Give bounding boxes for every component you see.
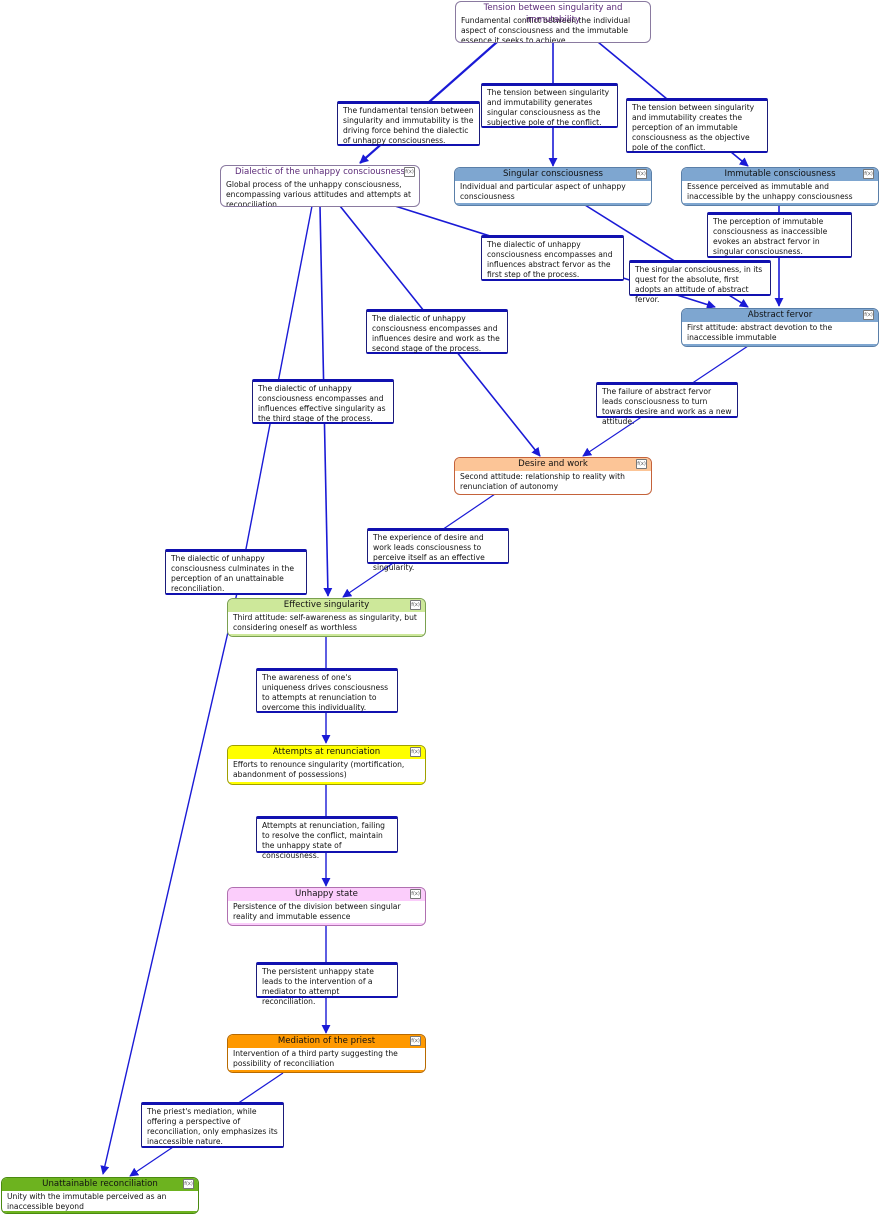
node-title: Abstract fervor	[682, 309, 878, 322]
edge-label: The singular consciousness, in its quest…	[629, 260, 771, 304]
function-icon: f(x)	[863, 310, 874, 320]
node-title: Desire and work	[455, 458, 651, 471]
node-title: Attempts at renunciation	[228, 746, 425, 759]
function-icon: f(x)	[636, 459, 647, 469]
node-renunciation[interactable]: Attempts at renunciation f(x) Efforts to…	[227, 745, 426, 785]
edge-label: The dialectic of unhappy consciousness e…	[252, 379, 394, 424]
node-description: Fundamental conflict between the individ…	[461, 16, 631, 43]
node-title: Singular consciousness	[455, 168, 651, 181]
node-tension[interactable]: Tension between singularity and immutabi…	[455, 1, 651, 43]
function-icon: f(x)	[410, 747, 421, 757]
edge-label: The dialectic of unhappy consciousness e…	[481, 235, 624, 281]
node-effective[interactable]: Effective singularity f(x) Third attitud…	[227, 598, 426, 637]
node-description: Unity with the immutable perceived as an…	[7, 1192, 167, 1211]
edge-label: The tension between singularity and immu…	[626, 98, 768, 153]
edge-label: Attempts at renunciation, failing to res…	[256, 816, 398, 860]
node-unattainable[interactable]: Unattainable reconciliation f(x) Unity w…	[1, 1177, 199, 1214]
edge-label: The dialectic of unhappy consciousness c…	[165, 549, 307, 595]
node-fervor[interactable]: Abstract fervor f(x) First attitude: abs…	[681, 308, 879, 347]
node-immutable[interactable]: Immutable consciousness f(x) Essence per…	[681, 167, 879, 206]
edge-label: The priest's mediation, while offering a…	[141, 1102, 284, 1148]
node-title: Immutable consciousness	[682, 168, 878, 181]
edge-label: The persistent unhappy state leads to th…	[256, 962, 398, 1006]
edge-label: The perception of immutable consciousnes…	[707, 212, 852, 258]
node-description: Essence perceived as immutable and inacc…	[687, 182, 853, 201]
node-title: Dialectic of the unhappy consciousness	[235, 167, 405, 177]
function-icon: f(x)	[410, 1036, 421, 1046]
edge-label: The experience of desire and work leads …	[367, 528, 509, 572]
function-icon: f(x)	[863, 169, 874, 179]
node-description: Second attitude: relationship to reality…	[460, 472, 625, 491]
edge-label: The tension between singularity and immu…	[481, 83, 618, 128]
node-title: Unhappy state	[228, 888, 425, 901]
node-description: First attitude: abstract devotion to the…	[687, 323, 833, 342]
edge-label: The fundamental tension between singular…	[337, 101, 480, 146]
edge-label: The awareness of one's uniqueness drives…	[256, 668, 398, 713]
function-icon: f(x)	[404, 167, 415, 177]
node-description: Intervention of a third party suggesting…	[233, 1049, 398, 1068]
node-description: Third attitude: self-awareness as singul…	[233, 613, 417, 632]
function-icon: f(x)	[410, 889, 421, 899]
edge-label: The failure of abstract fervor leads con…	[596, 382, 738, 426]
node-title: Tension between singularity and immutabi…	[483, 3, 623, 25]
function-icon: f(x)	[183, 1179, 194, 1189]
function-icon: f(x)	[636, 169, 647, 179]
node-singular[interactable]: Singular consciousness f(x) Individual a…	[454, 167, 652, 206]
node-desire[interactable]: Desire and work f(x) Second attitude: re…	[454, 457, 652, 495]
node-description: Persistence of the division between sing…	[233, 902, 401, 921]
edge-label: The dialectic of unhappy consciousness e…	[366, 309, 508, 354]
node-priest[interactable]: Mediation of the priest f(x) Interventio…	[227, 1034, 426, 1073]
node-description: Global process of the unhappy consciousn…	[226, 180, 412, 207]
node-description: Individual and particular aspect of unha…	[460, 182, 626, 201]
node-title: Effective singularity	[228, 599, 425, 612]
node-dialectic[interactable]: Dialectic of the unhappy consciousness f…	[220, 165, 420, 207]
node-title: Unattainable reconciliation	[2, 1178, 198, 1191]
node-title: Mediation of the priest	[228, 1035, 425, 1048]
node-unhappy[interactable]: Unhappy state f(x) Persistence of the di…	[227, 887, 426, 926]
node-description: Efforts to renounce singularity (mortifi…	[233, 760, 405, 779]
function-icon: f(x)	[410, 600, 421, 610]
